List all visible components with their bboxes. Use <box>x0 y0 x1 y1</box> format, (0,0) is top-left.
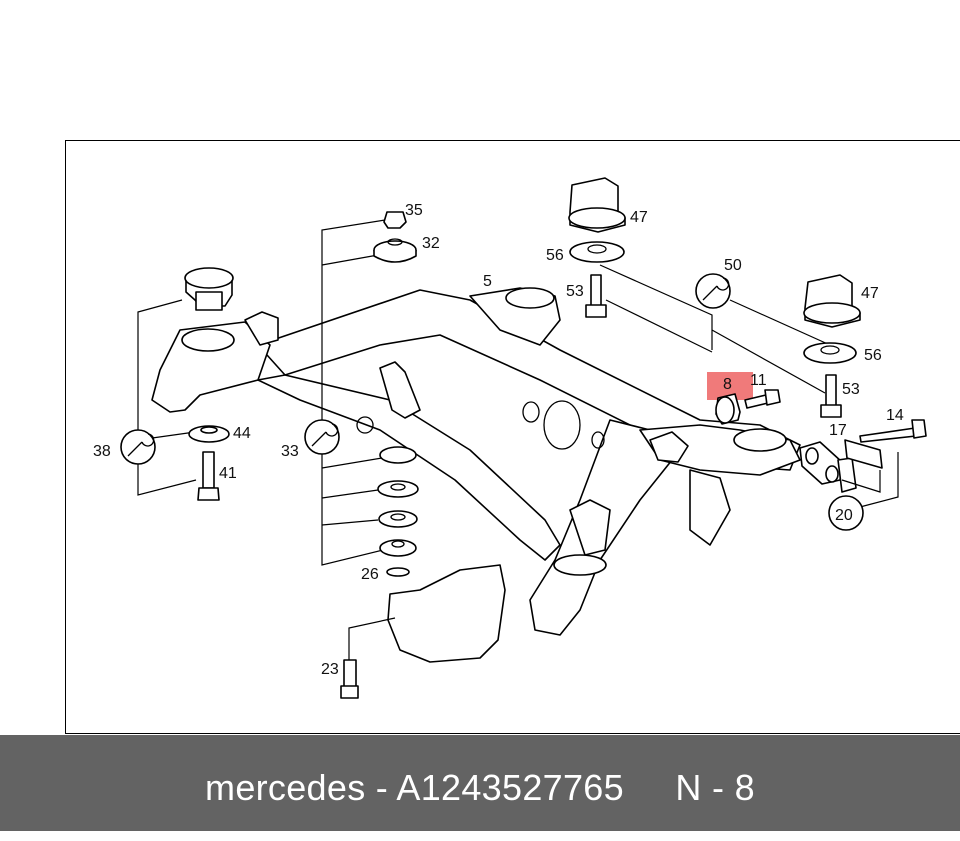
callout-35: 35 <box>405 202 423 219</box>
rear-subframe-exploded-diagram: 5 8 11 14 17 20 23 26 32 33 35 38 41 44 … <box>93 177 927 699</box>
callout-26: 26 <box>361 566 379 583</box>
callout-47-right: 47 <box>861 285 879 302</box>
callout-53-upper: 53 <box>566 283 584 300</box>
center-mount-group <box>304 211 419 577</box>
callout-41: 41 <box>219 465 237 482</box>
callout-53-right: 53 <box>842 381 860 398</box>
callout-44: 44 <box>233 425 251 442</box>
callout-5: 5 <box>483 273 492 290</box>
callout-11: 11 <box>750 372 767 389</box>
callout-14: 14 <box>886 407 904 424</box>
left-mount-group <box>120 267 234 501</box>
callout-47-upper: 47 <box>630 209 648 226</box>
callout-33: 33 <box>281 443 299 460</box>
rear-axle-subframe <box>151 287 801 636</box>
callout-20: 20 <box>835 507 853 524</box>
callout-8: 8 <box>723 376 732 393</box>
callout-23: 23 <box>321 661 339 678</box>
callout-32: 32 <box>422 235 440 252</box>
footer-bar: mercedes - A1243527765 N - 8 <box>0 735 960 831</box>
callout-38: 38 <box>93 443 111 460</box>
callout-56-right: 56 <box>864 347 882 364</box>
callout-17: 17 <box>829 422 847 439</box>
callout-50: 50 <box>724 257 742 274</box>
differential-bracket <box>340 564 506 699</box>
right-upper-mount-group <box>568 177 861 418</box>
callout-56-upper: 56 <box>546 247 564 264</box>
callout-labels: 5 8 11 14 17 20 23 26 32 33 35 38 41 44 … <box>93 202 904 678</box>
part-number-caption: mercedes - A1243527765 N - 8 <box>205 767 755 808</box>
right-lower-parts-group <box>707 372 927 531</box>
